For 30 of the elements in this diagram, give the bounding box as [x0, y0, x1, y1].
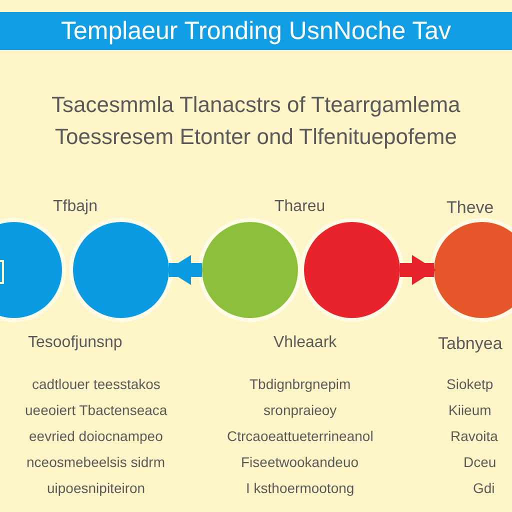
description-text: Dceu: [464, 454, 496, 470]
description-text: uipoesnipiteiron: [47, 480, 146, 496]
description-text: Fiseetwookandeuo: [241, 454, 359, 470]
arrow: [167, 255, 202, 285]
description-text: I ksthoermootong: [246, 480, 354, 496]
stage-caption: Tesoofjunsnp: [28, 334, 122, 352]
title-banner: Templaeur Tronding UsnNoche Tav: [0, 12, 512, 50]
stage-heading: Tfbajn: [53, 198, 98, 216]
description-text: Ctrcaoeattueterrineanol: [227, 428, 374, 444]
description-text: Gdi: [473, 480, 495, 496]
description-text: Kiieum: [448, 402, 492, 418]
stage-caption: Vhleaark: [274, 334, 337, 352]
subtitle: Toessresem Etonter ond Tlfenituepofeme: [55, 124, 457, 150]
circle-node: [434, 222, 512, 318]
description-text: ueeoiert Tbactenseaca: [25, 402, 168, 418]
description-text: sronpraieoy: [264, 402, 337, 418]
description-text: nceosmebeelsis sidrm: [26, 454, 165, 470]
circle-node: [73, 222, 169, 318]
description-text: cadtlouer teesstakos: [32, 376, 160, 392]
stage-heading: Thareu: [274, 198, 326, 216]
arrow: [400, 255, 436, 285]
description-text: Ravoita: [450, 428, 498, 444]
circle-node: [202, 222, 298, 318]
description-text: Tbdignbrgnepim: [250, 376, 351, 392]
description-text: Sioketp: [446, 376, 494, 392]
subtitle: Tsacesmmla Tlanacstrs of Ttearrgamlema: [52, 92, 460, 118]
stage-heading: Theve: [446, 198, 494, 218]
description-text: eevried doiocnampeo: [29, 428, 163, 444]
stage-caption: Tabnyea: [438, 334, 502, 354]
circle-node: [304, 222, 400, 318]
